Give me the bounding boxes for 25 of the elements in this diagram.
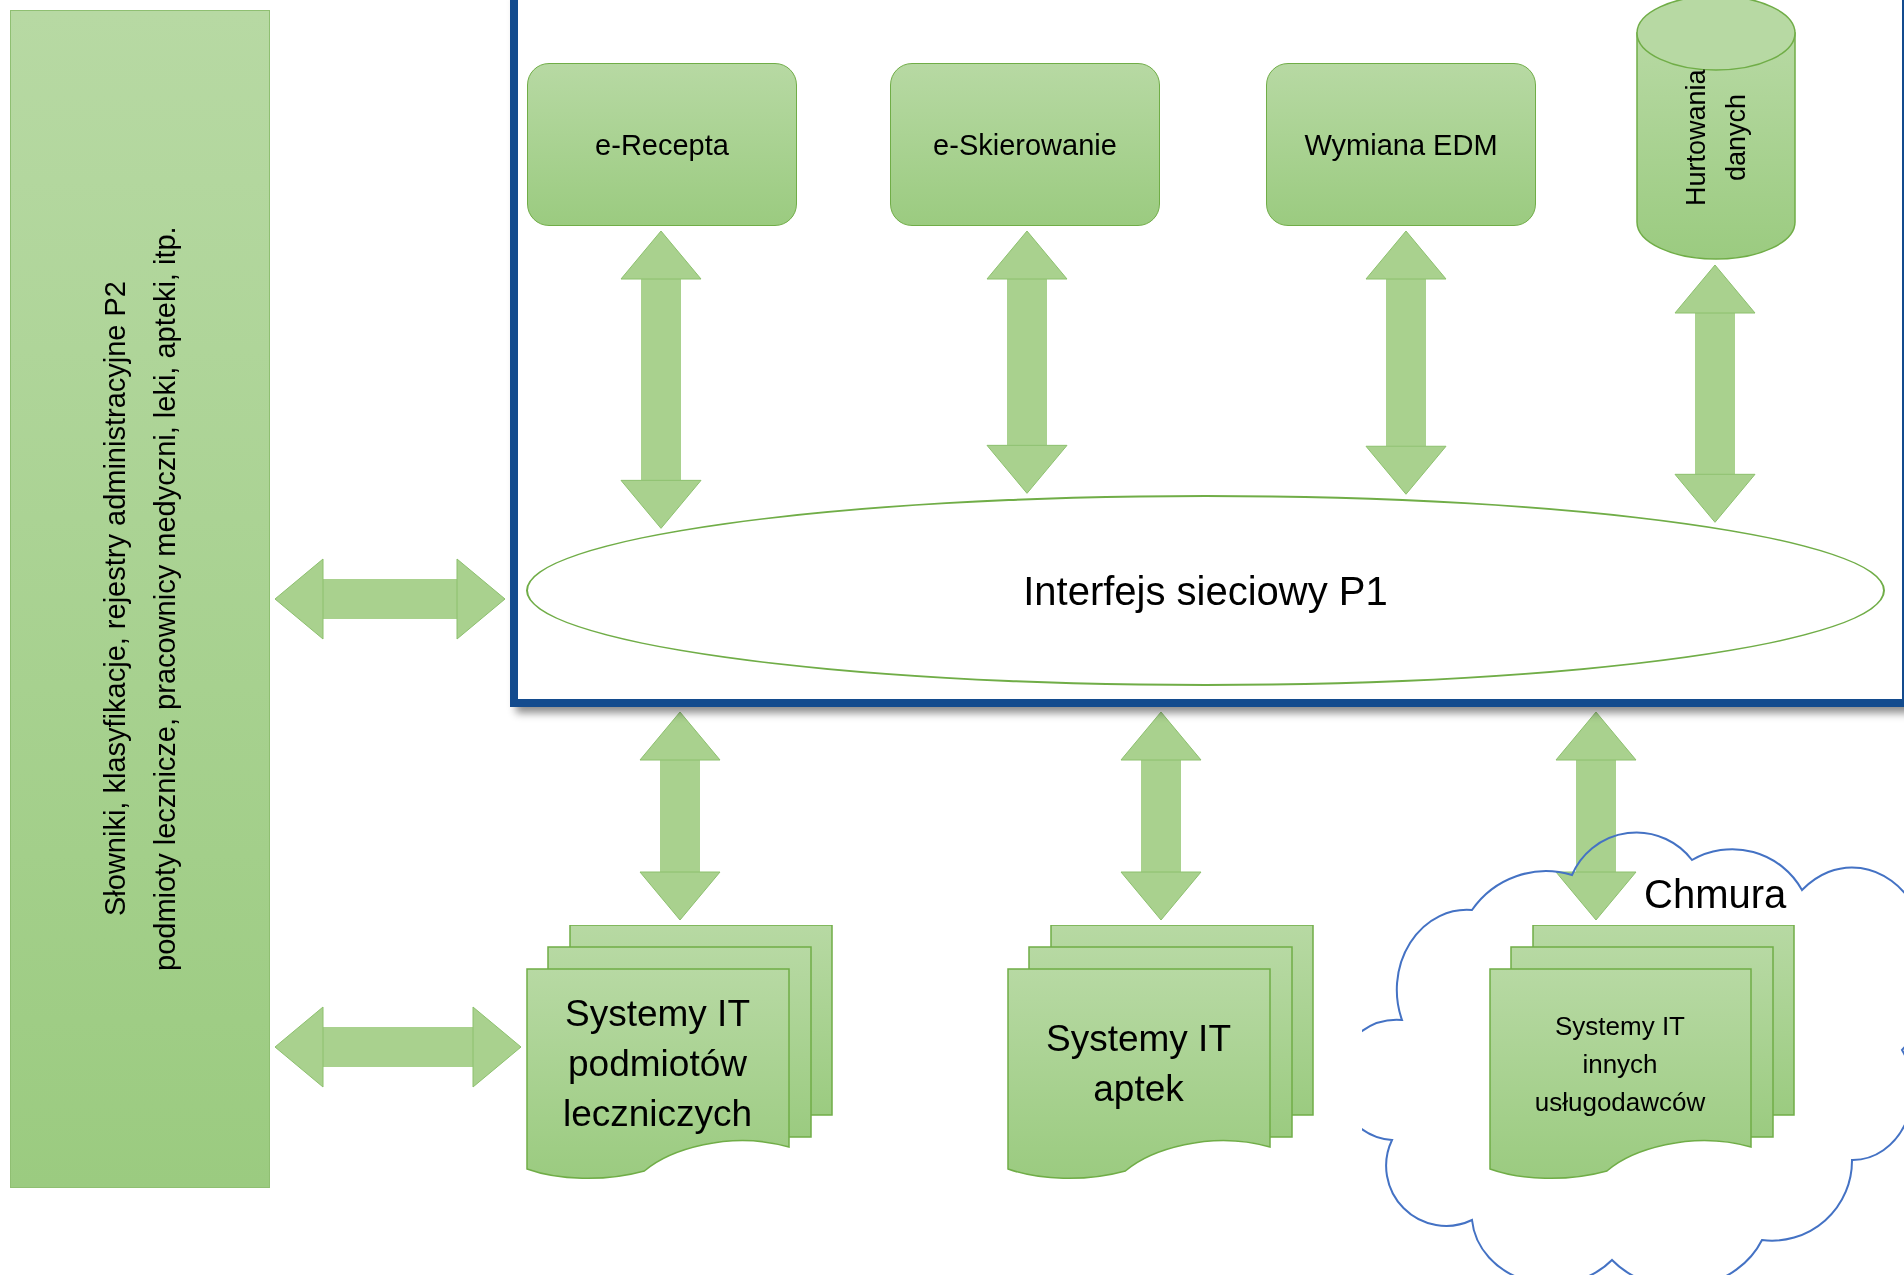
cylinder-label: Hurtowania danych xyxy=(1680,68,1752,208)
cloud-label: Chmura xyxy=(1644,871,1787,918)
double-arrow xyxy=(1120,711,1202,921)
double-arrow xyxy=(274,558,506,640)
panel-label: Słowniki, klasyfikacje, rejestry administracyjne P2 podmioty lecznicze, pracownicy medyczni, leki, apteki, itp. xyxy=(98,225,182,974)
service-box xyxy=(527,63,797,226)
box-label: e-Skierowanie xyxy=(933,127,1117,163)
ellipse-label: Interfejs sieciowy P1 xyxy=(1023,567,1388,615)
service-box xyxy=(1266,63,1536,226)
double-arrow xyxy=(1365,230,1447,495)
system-frame xyxy=(510,0,1904,707)
stack-label: Systemy IT innych usługodawców xyxy=(1533,1010,1707,1119)
box-label: Wymiana EDM xyxy=(1304,127,1498,163)
double-arrow xyxy=(1674,264,1756,523)
registry-panel xyxy=(10,10,270,1188)
double-arrow xyxy=(1555,711,1637,921)
box-label: e-Recepta xyxy=(595,127,729,163)
service-box xyxy=(890,63,1160,226)
double-arrow xyxy=(639,711,721,921)
stack-label: Systemy IT podmiotów leczniczych xyxy=(561,992,754,1136)
database-cylinder xyxy=(1636,0,1796,260)
double-arrow xyxy=(620,230,702,529)
double-arrow xyxy=(274,1006,522,1088)
stack-label: Systemy IT aptek xyxy=(1045,1017,1232,1111)
double-arrow xyxy=(986,230,1068,494)
